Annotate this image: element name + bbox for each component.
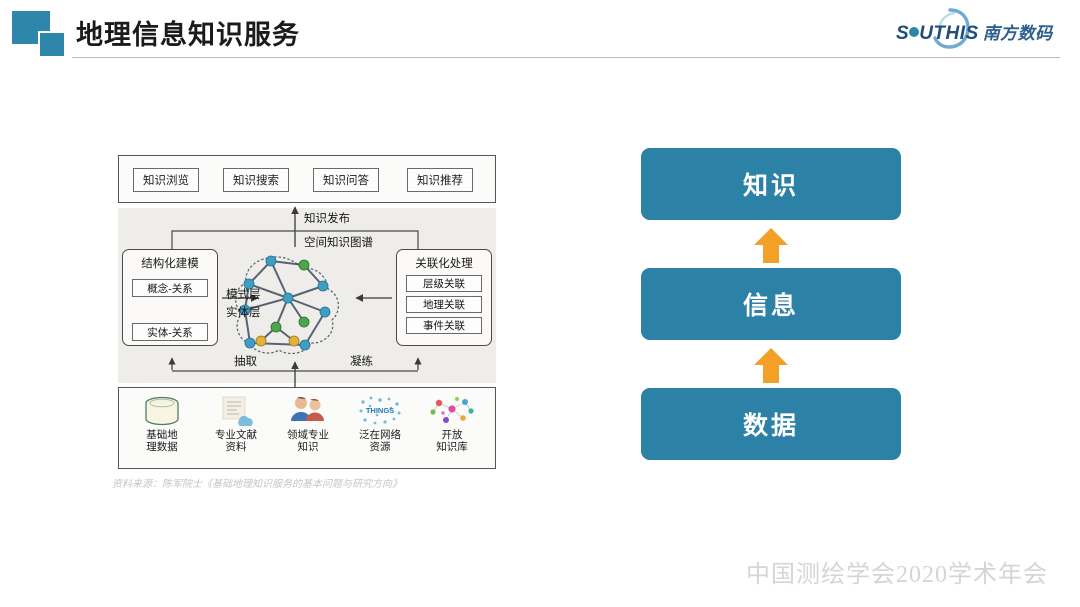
brand-text-rest: UTHIS bbox=[919, 23, 979, 44]
brand-text-cn: 南方数码 bbox=[982, 24, 1053, 43]
logo-square-small bbox=[38, 31, 64, 56]
header-logo-mark bbox=[12, 11, 68, 59]
stack-level-knowledge[interactable]: 知识 bbox=[641, 148, 901, 220]
header-divider bbox=[72, 57, 1060, 58]
svg-text:THINGS: THINGS bbox=[366, 406, 394, 415]
network-things-icon: THINGS bbox=[347, 394, 413, 428]
structured-modeling-title: 结构化建模 bbox=[141, 258, 199, 270]
stack-level-data[interactable]: 数据 bbox=[641, 388, 901, 460]
source-label-0: 基础地 理数据 bbox=[146, 430, 178, 453]
spatial-graph-label: 空间知识图谱 bbox=[304, 237, 373, 249]
stack-label-information: 信息 bbox=[742, 292, 799, 320]
source-item-0: 基础地 理数据 bbox=[129, 394, 195, 454]
database-icon bbox=[129, 394, 195, 428]
open-graph-icon bbox=[419, 394, 485, 428]
figure-caption: 资料来源：陈军院士《基础地理知识服务的基本问题与研究方向》 bbox=[112, 479, 402, 490]
service-chip-2[interactable]: 知识问答 bbox=[313, 168, 379, 192]
source-item-4: 开放 知识库 bbox=[419, 394, 485, 454]
refine-label: 凝练 bbox=[350, 356, 373, 368]
stack-level-information[interactable]: 信息 bbox=[641, 268, 901, 340]
source-item-3: THINGS 泛在网络 资源 bbox=[347, 394, 413, 454]
service-chip-1[interactable]: 知识搜索 bbox=[223, 168, 289, 192]
dik-stack: 知识 信息 数据 bbox=[641, 148, 901, 460]
source-label-3: 泛在网络 资源 bbox=[359, 430, 401, 453]
event-relation-chip: 事件关联 bbox=[406, 317, 482, 334]
entity-layer-label: 实体层 bbox=[226, 307, 261, 319]
stack-label-knowledge: 知识 bbox=[742, 172, 799, 200]
slide-footer: 中国测绘学会2020学术年会 bbox=[746, 562, 1048, 588]
arrow-up-icon-upper bbox=[754, 228, 788, 263]
source-item-1: 专业文献 资料 bbox=[203, 394, 269, 454]
schema-layer-label: 模式层 bbox=[226, 289, 261, 301]
source-label-4: 开放 知识库 bbox=[436, 430, 468, 453]
association-processing-title: 关联化处理 bbox=[415, 258, 473, 270]
brand-swirl-icon bbox=[933, 8, 970, 49]
entity-relation-chip: 实体-关系 bbox=[132, 323, 208, 341]
arrow-up-icon-lower bbox=[754, 348, 788, 383]
documents-cloud-icon bbox=[203, 394, 269, 428]
publish-label: 知识发布 bbox=[304, 213, 350, 225]
geo-relation-chip: 地理关联 bbox=[406, 296, 482, 313]
service-chip-3[interactable]: 知识推荐 bbox=[407, 168, 473, 192]
page-title: 地理信息知识服务 bbox=[76, 20, 300, 50]
structured-modeling-box: 结构化建模 概念-关系 实体-关系 bbox=[122, 249, 218, 346]
source-item-2: 领域专业 知识 bbox=[275, 394, 341, 454]
extract-label: 抽取 bbox=[234, 356, 257, 368]
association-processing-box: 关联化处理 层级关联 地理关联 事件关联 bbox=[396, 249, 492, 346]
service-chip-0[interactable]: 知识浏览 bbox=[133, 168, 199, 192]
stack-label-data: 数据 bbox=[742, 412, 799, 440]
people-icon bbox=[275, 394, 341, 428]
source-label-2: 领域专业 知识 bbox=[287, 430, 329, 453]
brand-globe-dot-icon bbox=[909, 26, 920, 37]
hierarchy-relation-chip: 层级关联 bbox=[406, 275, 482, 292]
source-label-1: 专业文献 资料 bbox=[215, 430, 257, 453]
knowledge-service-figure: 知识浏览 知识搜索 知识问答 知识推荐 知识发布 空间知识图谱 模式层 实体层 … bbox=[118, 155, 496, 473]
brand-text-s: S bbox=[896, 23, 910, 44]
concept-relation-chip: 概念-关系 bbox=[132, 279, 208, 297]
knowledge-services-box: 知识浏览 知识搜索 知识问答 知识推荐 bbox=[118, 155, 496, 203]
data-sources-box: 基础地 理数据 专业文献 资料 bbox=[118, 387, 496, 469]
